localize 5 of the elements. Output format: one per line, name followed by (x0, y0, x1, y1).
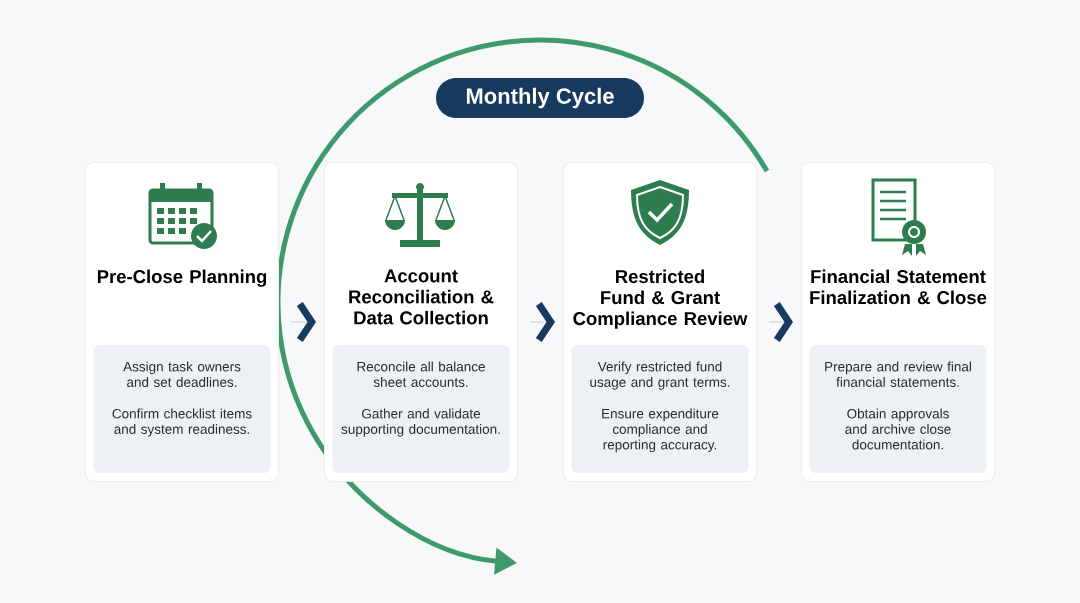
title-pill: Monthly Cycle (436, 78, 644, 118)
text-panel: Reconcile all balance sheet accounts. Gather and validate supporting documentation. (332, 345, 510, 473)
text-panel: Prepare and review final financial statements. Obtain approvals and archive close documentation. (809, 345, 987, 473)
text-panel: Verify restricted fund usage and grant terms. Ensure expenditure compliance and reporting accuracy. (571, 345, 749, 473)
text-panel: Assign task owners and set deadlines. Confirm checklist items and system readiness. (93, 345, 271, 473)
